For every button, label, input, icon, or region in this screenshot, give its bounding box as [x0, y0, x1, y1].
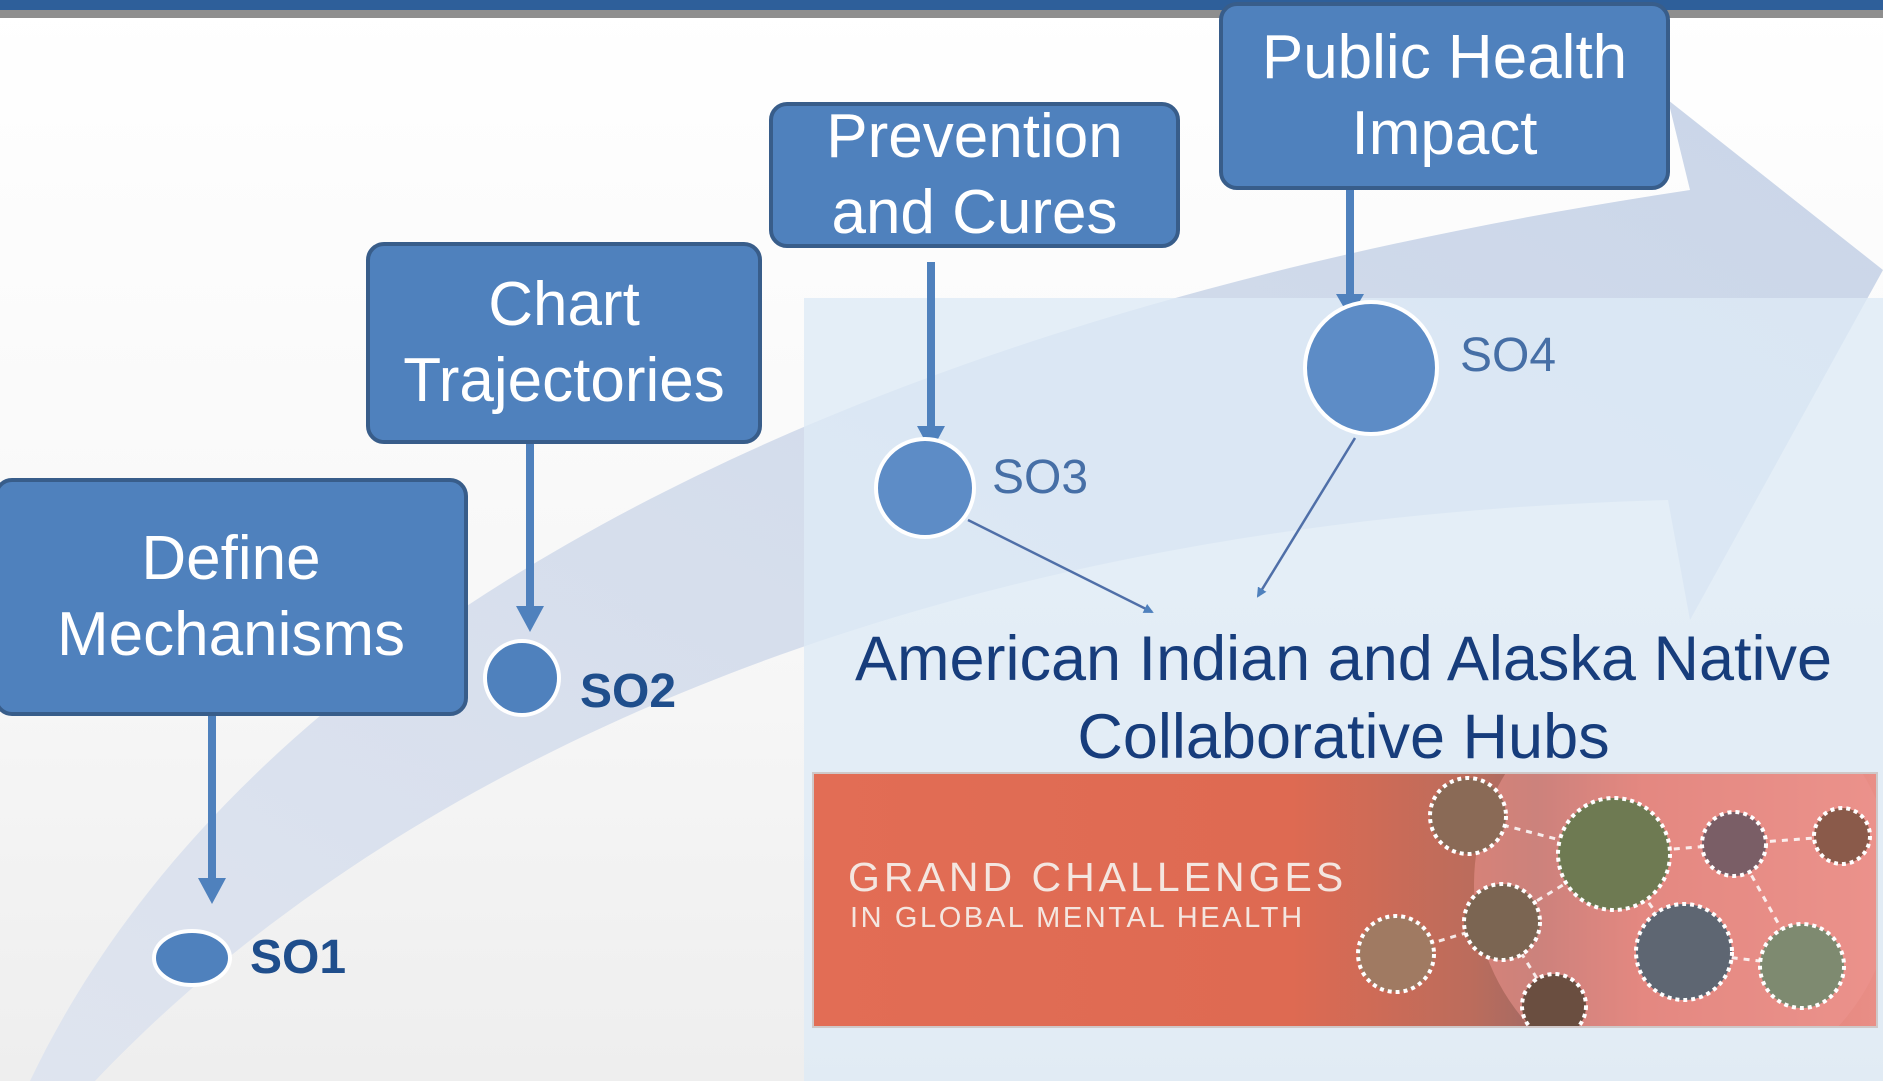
grand-challenges-banner: GRAND CHALLENGES IN GLOBAL MENTAL HEALTH	[812, 772, 1878, 1028]
box-define-line1: Define	[141, 524, 321, 594]
box-define-line2: Mechanisms	[57, 600, 405, 669]
box-chart-trajectories: Chart Trajectories	[366, 242, 762, 444]
top-bar-accent	[0, 10, 1883, 18]
box-public-health-impact: Public Health Impact	[1219, 2, 1670, 190]
hub-title-line2: Collaborative Hubs	[1077, 702, 1610, 773]
top-bar	[0, 0, 1883, 10]
box-public-line1: Public Health	[1261, 23, 1628, 93]
hub-title: American Indian and Alaska Native Collab…	[804, 620, 1883, 776]
banner-subtitle: IN GLOBAL MENTAL HEALTH	[850, 902, 1305, 934]
arrow-prevention-to-so3	[917, 262, 945, 452]
box-define-mechanisms: Define Mechanisms	[0, 478, 468, 716]
box-chart-line1: Chart	[488, 270, 640, 340]
arrow-chart-to-so2	[516, 442, 544, 632]
node-so1	[152, 929, 232, 987]
arrow-so4-to-hub	[1256, 437, 1357, 598]
box-chart-line2: Trajectories	[403, 346, 725, 415]
banner-title: GRAND CHALLENGES	[848, 854, 1348, 900]
label-so4: SO4	[1460, 329, 1557, 382]
arrow-define-to-so1	[198, 712, 226, 904]
box-prevention-cures: Prevention and Cures	[769, 102, 1180, 248]
label-so1: SO1	[250, 931, 347, 984]
banner-photo-network	[1356, 774, 1876, 1026]
box-prevention-line1: Prevention	[826, 102, 1123, 172]
node-so2	[483, 639, 561, 717]
node-so4	[1303, 300, 1439, 436]
box-prevention-line2: and Cures	[831, 178, 1118, 247]
label-so3: SO3	[992, 451, 1089, 504]
arrow-so3-to-hub	[967, 518, 1154, 614]
box-public-line2: Impact	[1351, 99, 1538, 168]
node-so3	[874, 437, 976, 539]
label-so2: SO2	[580, 665, 677, 718]
hub-title-line1: American Indian and Alaska Native	[854, 624, 1833, 694]
